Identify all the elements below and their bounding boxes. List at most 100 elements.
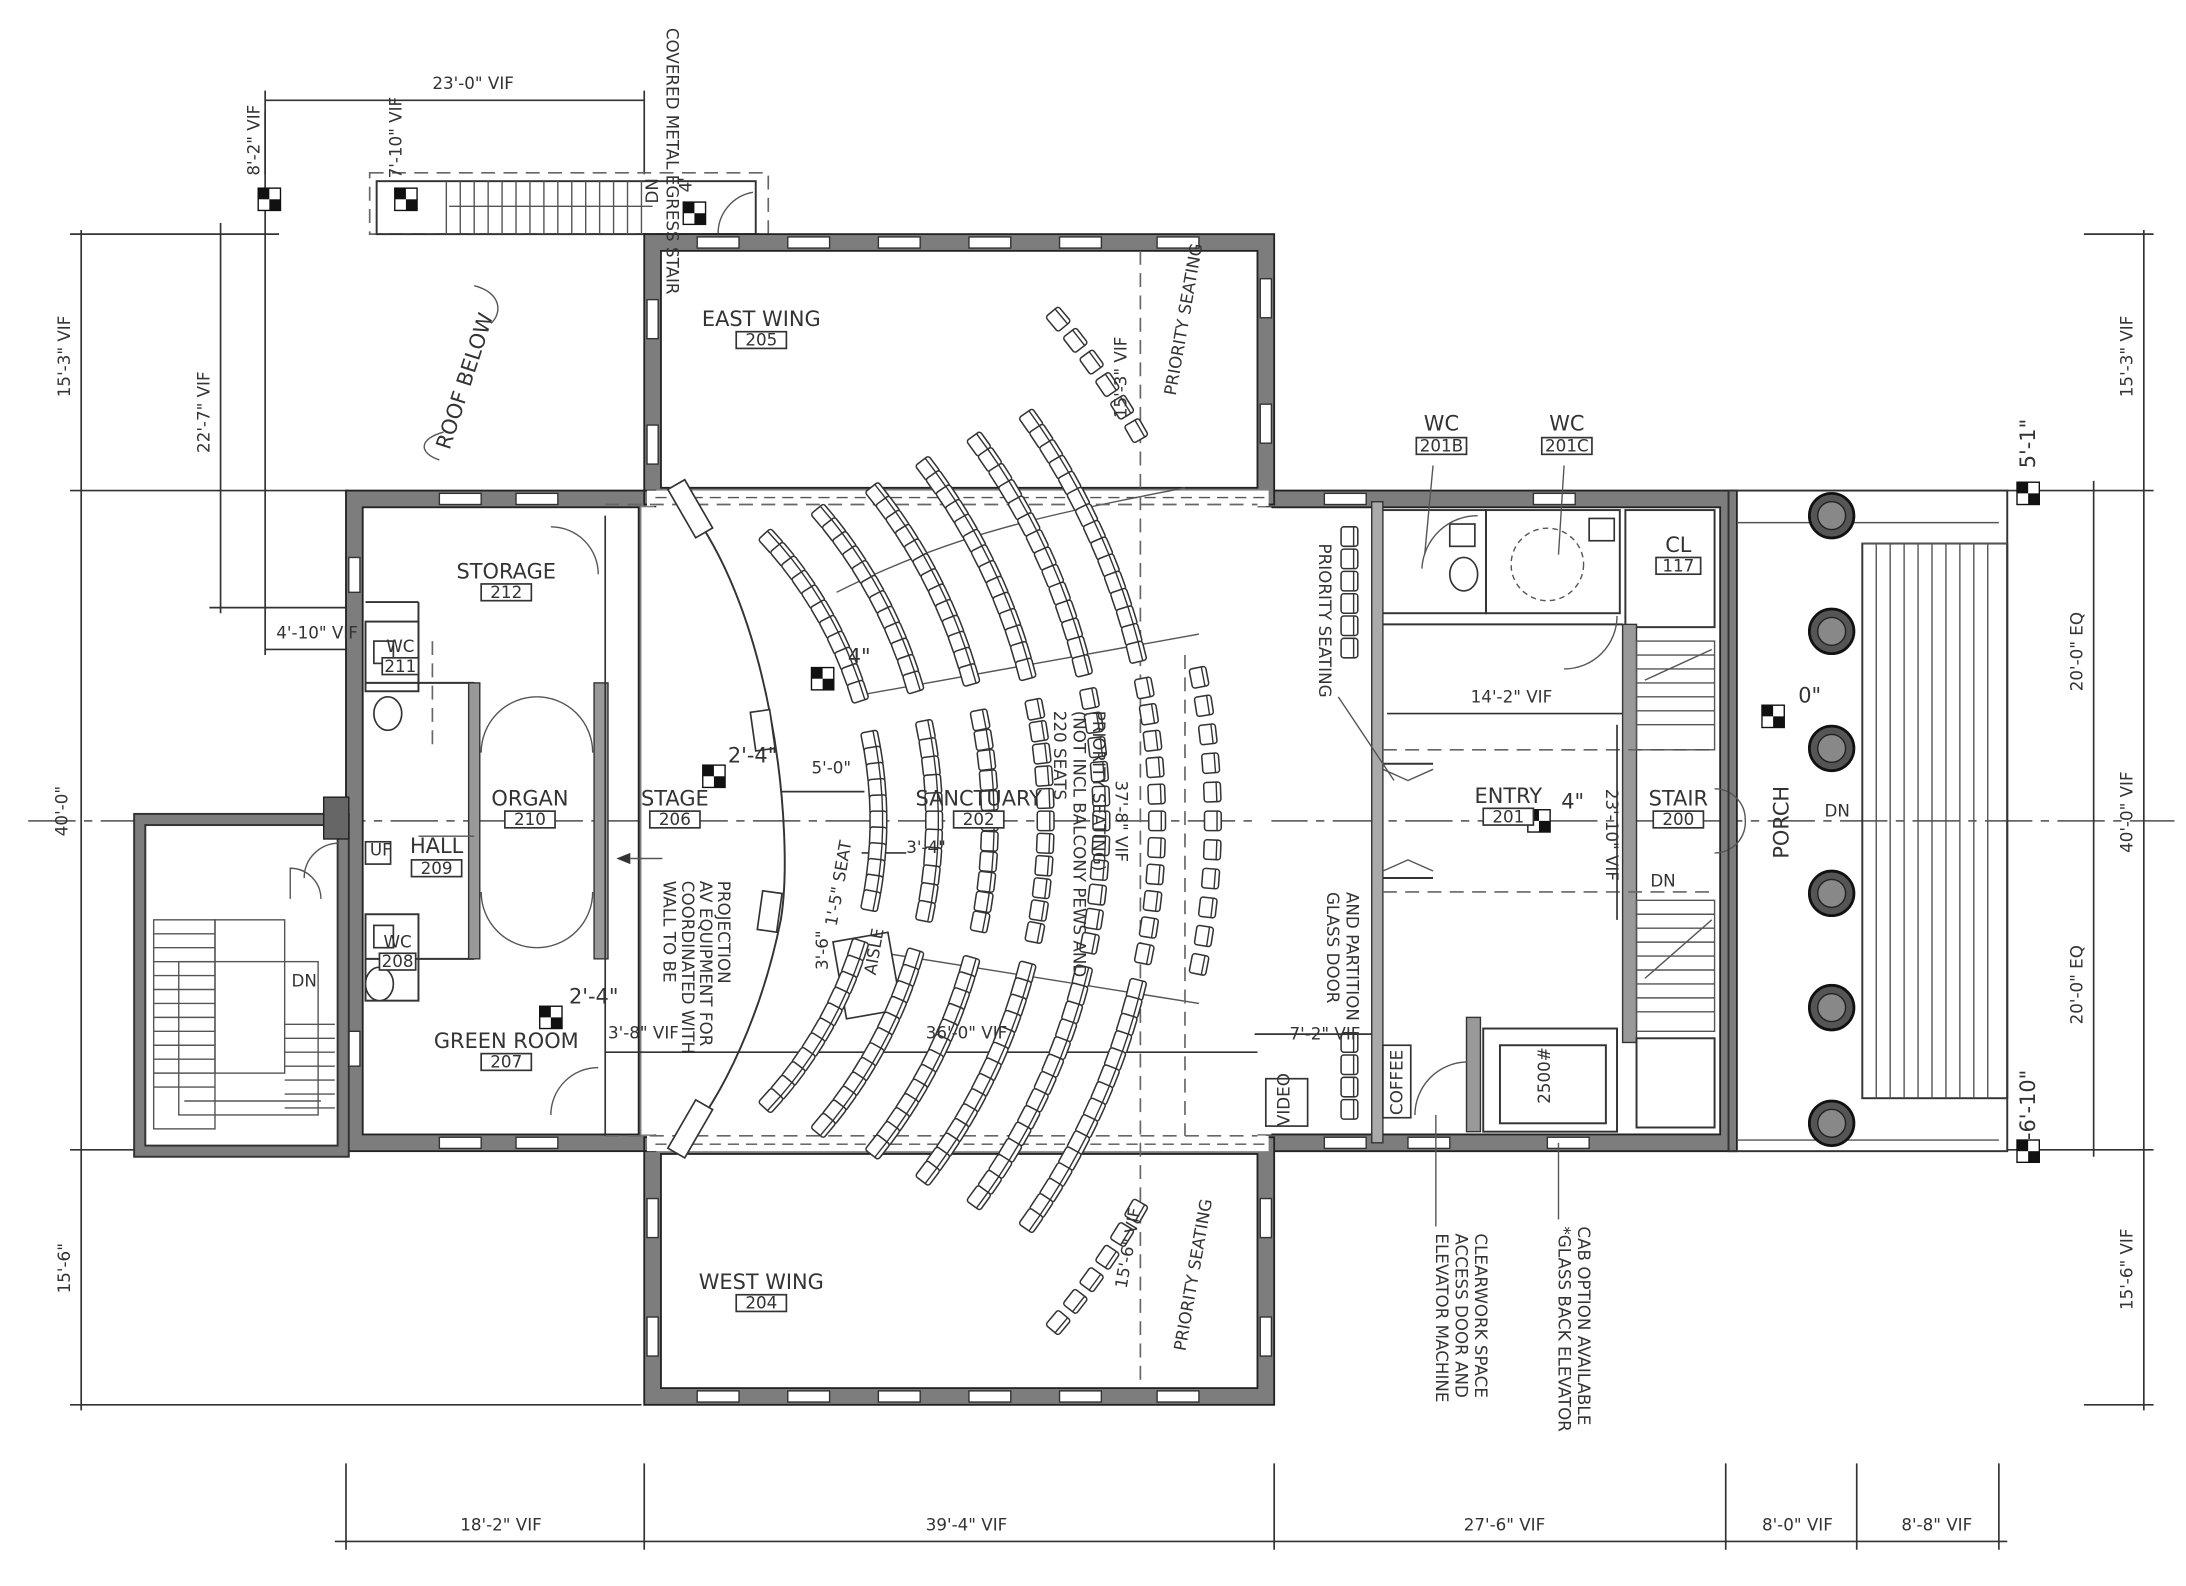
svg-text:STAIR: STAIR (1649, 787, 1708, 811)
seat (1028, 898, 1050, 923)
svg-text:15'-6" VIF: 15'-6" VIF (2117, 1229, 2137, 1311)
seat (1133, 941, 1156, 966)
svg-text:GREEN ROOM: GREEN ROOM (434, 1029, 579, 1053)
seat (1061, 1287, 1089, 1316)
seat (1193, 924, 1215, 948)
seat (1142, 729, 1163, 753)
svg-text:117: 117 (1662, 555, 1694, 575)
svg-text:18'-2" VIF: 18'-2" VIF (460, 1514, 542, 1534)
seat (1203, 810, 1222, 832)
elevation-values: 2'-4" 2'-4" 4" 4" 0" 5'-1" -6'-10" (569, 419, 2040, 1140)
svg-text:(NOT INCL BALCONY PEWS AND: (NOT INCL BALCONY PEWS AND (1069, 711, 1089, 977)
svg-text:-6'-10": -6'-10" (2016, 1070, 2040, 1140)
seat (1340, 615, 1359, 637)
seat (1340, 592, 1359, 614)
seat (978, 850, 999, 873)
svg-text:36'-0" VIF: 36'-0" VIF (926, 1022, 1008, 1042)
svg-text:15'-3" VIF: 15'-3" VIF (1110, 337, 1130, 419)
priority-seating-note-west: PRIORITY SEATING (1170, 1197, 1216, 1352)
seat (973, 890, 995, 914)
roof-arrow (474, 285, 499, 324)
seat (1340, 1098, 1359, 1120)
svg-text:212: 212 (490, 582, 522, 602)
svg-text:8'-0" VIF: 8'-0" VIF (1762, 1514, 1833, 1534)
svg-text:COORDINATED WITH: COORDINATED WITH (678, 881, 698, 1054)
svg-text:40'-0" VIF: 40'-0" VIF (2117, 771, 2137, 853)
svg-text:STAGE: STAGE (641, 787, 709, 811)
svg-text:22'-7" VIF: 22'-7" VIF (193, 371, 213, 453)
svg-text:4': 4' (676, 177, 696, 192)
svg-text:7'-10" VIF: 7'-10" VIF (386, 97, 406, 179)
seat (1024, 920, 1046, 945)
seat (859, 888, 882, 913)
coffee-label: COFFEE (1386, 1050, 1406, 1115)
svg-text:207: 207 (490, 1052, 522, 1072)
svg-text:WEST WING: WEST WING (699, 1270, 824, 1294)
seat (1200, 867, 1221, 890)
seat (1125, 639, 1148, 665)
seat (1147, 783, 1167, 805)
svg-text:201C: 201C (1545, 436, 1589, 456)
seat (1078, 686, 1101, 711)
priority-seating-note-mid: PRIORITY SEATING (1315, 544, 1335, 698)
seat (1123, 417, 1150, 445)
svg-text:2'-4": 2'-4" (569, 984, 618, 1008)
svg-text:ELEVATOR MACHINE: ELEVATOR MACHINE (1432, 1233, 1452, 1402)
elevator-machine-note: ELEVATOR MACHINE ACCESS DOOR AND CLEARWO… (1432, 1233, 1491, 1402)
seat (1133, 675, 1156, 700)
seat (1086, 883, 1108, 907)
seat (846, 679, 870, 705)
svg-text:0": 0" (1798, 683, 1821, 707)
svg-text:3'-6": 3'-6" (812, 930, 832, 970)
svg-text:WC: WC (386, 636, 414, 656)
egress-stair (368, 171, 770, 236)
seat (914, 899, 937, 924)
roof-below-note: ROOF BELOW (431, 310, 498, 452)
svg-text:20'-0" EQ: 20'-0" EQ (2067, 945, 2087, 1024)
svg-text:27'-6" VIF: 27'-6" VIF (1464, 1514, 1546, 1534)
svg-text:208: 208 (382, 951, 414, 971)
plan-notes: ROOF BELOW COVERED METAL EGRESS STAIR PR… (291, 28, 1849, 1432)
svg-text:*GLASS BACK ELEVATOR: *GLASS BACK ELEVATOR (1554, 1226, 1574, 1432)
dn-label-porch: DN (1825, 801, 1850, 821)
svg-text:200: 200 (1662, 809, 1694, 829)
svg-text:2'-4": 2'-4" (728, 743, 777, 767)
svg-text:CLEARWORK SPACE: CLEARWORK SPACE (1471, 1233, 1491, 1398)
svg-text:PRIORITY SEATING: PRIORITY SEATING (1160, 242, 1206, 397)
svg-text:40'-0": 40'-0" (51, 786, 71, 836)
svg-text:4": 4" (1561, 789, 1584, 813)
seat (1145, 863, 1165, 886)
seat (1061, 326, 1089, 354)
seat (1188, 952, 1210, 977)
seat (1193, 694, 1215, 718)
seat (1044, 305, 1072, 333)
dimension-text: 23'-0" VIF 8'-2" VIF 7'-10" VIF 4' 15'-3… (51, 73, 2136, 1534)
svg-text:CL: CL (1665, 533, 1692, 557)
svg-text:WC: WC (383, 932, 411, 952)
seat (979, 830, 999, 853)
svg-text:3'-4": 3'-4" (906, 837, 946, 857)
svg-text:20'-0" EQ: 20'-0" EQ (2067, 612, 2087, 691)
seat (969, 909, 991, 934)
seat (1044, 1308, 1072, 1337)
svg-text:201: 201 (1492, 806, 1524, 826)
seat (1197, 722, 1219, 746)
svg-text:37'-8" VIF: 37'-8" VIF (1111, 780, 1131, 862)
dn-label-entry-stair: DN (1650, 870, 1675, 890)
svg-text:23'-0" VIF: 23'-0" VIF (432, 73, 514, 93)
svg-text:PRIORITY SEATING: PRIORITY SEATING (1170, 1197, 1216, 1352)
porch (1727, 489, 2009, 1153)
svg-text:WC: WC (1424, 412, 1459, 436)
room-label-porch: PORCH (1769, 786, 1793, 859)
seat (924, 810, 944, 832)
egress-stair-note: COVERED METAL EGRESS STAIR (663, 28, 683, 295)
svg-text:220 SEATS: 220 SEATS (1050, 711, 1070, 800)
svg-text:209: 209 (421, 858, 453, 878)
